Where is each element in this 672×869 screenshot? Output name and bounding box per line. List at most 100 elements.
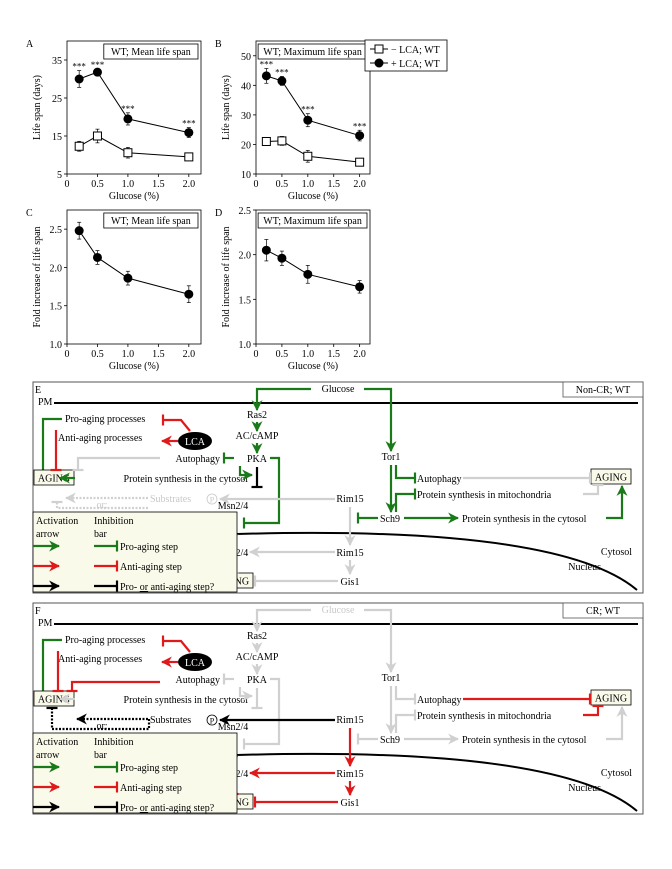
series-line (266, 75, 360, 137)
significance-annotation: *** (260, 59, 274, 69)
data-point-circle (123, 114, 133, 124)
legend-label-post: anti-aging step? (148, 803, 215, 814)
series-line (78, 230, 189, 295)
protein-cyto-aging-gray (606, 705, 628, 741)
series-line (266, 249, 360, 288)
legend-inhibition-header: Inhibition (94, 737, 133, 748)
x-tick-label: 1.0 (122, 349, 135, 360)
msn24-label: Msn2/4 (218, 501, 249, 512)
accamp-label: AC/cAMP (236, 431, 279, 442)
aging-label: AGING (595, 473, 627, 484)
y-tick-label: 10 (241, 170, 251, 181)
ras2-label: Ras2 (247, 410, 267, 421)
significance-annotation: *** (72, 62, 86, 72)
lca-ellipse (178, 432, 212, 450)
pro-aging-to-aging-arrow (37, 638, 62, 703)
data-point-circle (277, 253, 287, 263)
condition-label: CR; WT (586, 606, 620, 617)
rim15-label: Rim15 (336, 494, 363, 505)
sch9-label: Sch9 (380, 735, 400, 746)
plot-frame (66, 40, 202, 175)
chart-title-box (103, 212, 199, 229)
glucose-to-ras2-arrow (251, 387, 311, 412)
panel-letter: B (215, 39, 222, 50)
panel-letter: C (26, 208, 33, 219)
condition-label: Non-CR; WT (576, 385, 631, 396)
data-point-circle (74, 74, 84, 84)
open-square-marker-icon (374, 44, 384, 54)
chart-title: WT; Mean life span (111, 216, 191, 227)
data-point-square (303, 151, 313, 161)
x-tick-label: 0.5 (276, 349, 289, 360)
y-tick-label: 2.5 (50, 225, 63, 236)
data-point-square (184, 152, 194, 162)
lca-inhibits-pro-aging (161, 635, 191, 653)
legend-label-pre: Pro- (120, 582, 140, 593)
or-label: or: (96, 721, 107, 732)
lca-label: LCA (185, 437, 206, 448)
autophagy-to-aging-gray (72, 456, 160, 472)
legend-label-green: Pro-aging step (120, 763, 178, 774)
data-point-circle (261, 71, 271, 81)
sch9-mito-gray (394, 709, 417, 733)
autophagy-left-label: Autophagy (176, 675, 220, 686)
pka-label: PKA (247, 454, 268, 465)
autophagy-left-label: Autophagy (176, 454, 220, 465)
x-tick-label: 0.5 (276, 179, 289, 190)
data-point-circle (355, 131, 365, 141)
x-tick-label: 0 (254, 349, 259, 360)
panel-letter: F (35, 606, 41, 617)
x-tick-label: 0 (254, 179, 259, 190)
legend-label-black: Pro- or anti-aging step? (120, 803, 215, 814)
chart-legend: − LCA; WT + LCA; WT (364, 39, 448, 72)
phosphate-circle (206, 493, 218, 505)
pro-aging-to-aging-arrow (37, 417, 62, 482)
legend-label-underlined: or (140, 582, 149, 593)
anti-aging-label: Anti-aging processes (58, 654, 142, 665)
x-tick-label: 2.0 (353, 179, 366, 190)
protein-cyto-to-aging (606, 484, 628, 520)
gis1-label: Gis1 (341, 798, 360, 809)
substrates-label: Substrates (150, 715, 191, 726)
panel-letter: E (35, 385, 41, 396)
cytosol-label: Cytosol (601, 547, 632, 558)
legend-label-minus-lca: − LCA; WT (391, 45, 440, 56)
protein-cyto-right-label: Protein synthesis in the cytosol (462, 735, 587, 746)
autophagy-inhibits-aging (66, 680, 160, 693)
legend-label-red: Anti-aging step (120, 562, 182, 573)
nuclear-membrane-curve (236, 531, 638, 591)
x-tick-label: 1.5 (327, 349, 340, 360)
pka-protein-link (238, 466, 254, 481)
substrates-label: Substrates (150, 494, 191, 505)
x-tick-label: 1.0 (302, 349, 315, 360)
glucose-to-tor1-arrow (364, 387, 397, 453)
protein-mito-label: Protein synthesis in mitochondria (417, 490, 552, 501)
chart-title: WT; Maximum life span (263, 216, 362, 227)
x-axis-label: Glucose (%) (109, 361, 159, 372)
data-point-circle (92, 67, 102, 77)
autophagy-right-label: Autophagy (417, 695, 461, 706)
glucose-label: Glucose (322, 384, 355, 395)
data-point-square (355, 157, 365, 167)
y-tick-label: 15 (52, 132, 62, 143)
legend-label-green: Pro-aging step (120, 542, 178, 553)
rim15-nucleus-label: Rim15 (336, 548, 363, 559)
legend-label-underlined: or (140, 803, 149, 814)
y-axis-label: Fold increase of life span (32, 226, 43, 327)
x-tick-label: 0.5 (91, 179, 104, 190)
tor1-label: Tor1 (382, 452, 401, 463)
protein-mito-label: Protein synthesis in mitochondria (417, 711, 552, 722)
tor1-autophagy-gray (394, 686, 417, 705)
panel-letter: D (215, 208, 222, 219)
y-tick-label: 50 (241, 52, 251, 63)
y-tick-label: 1.5 (239, 295, 252, 306)
legend-label-plus-lca: + LCA; WT (391, 59, 440, 70)
autophagy-right-label: Autophagy (417, 474, 461, 485)
